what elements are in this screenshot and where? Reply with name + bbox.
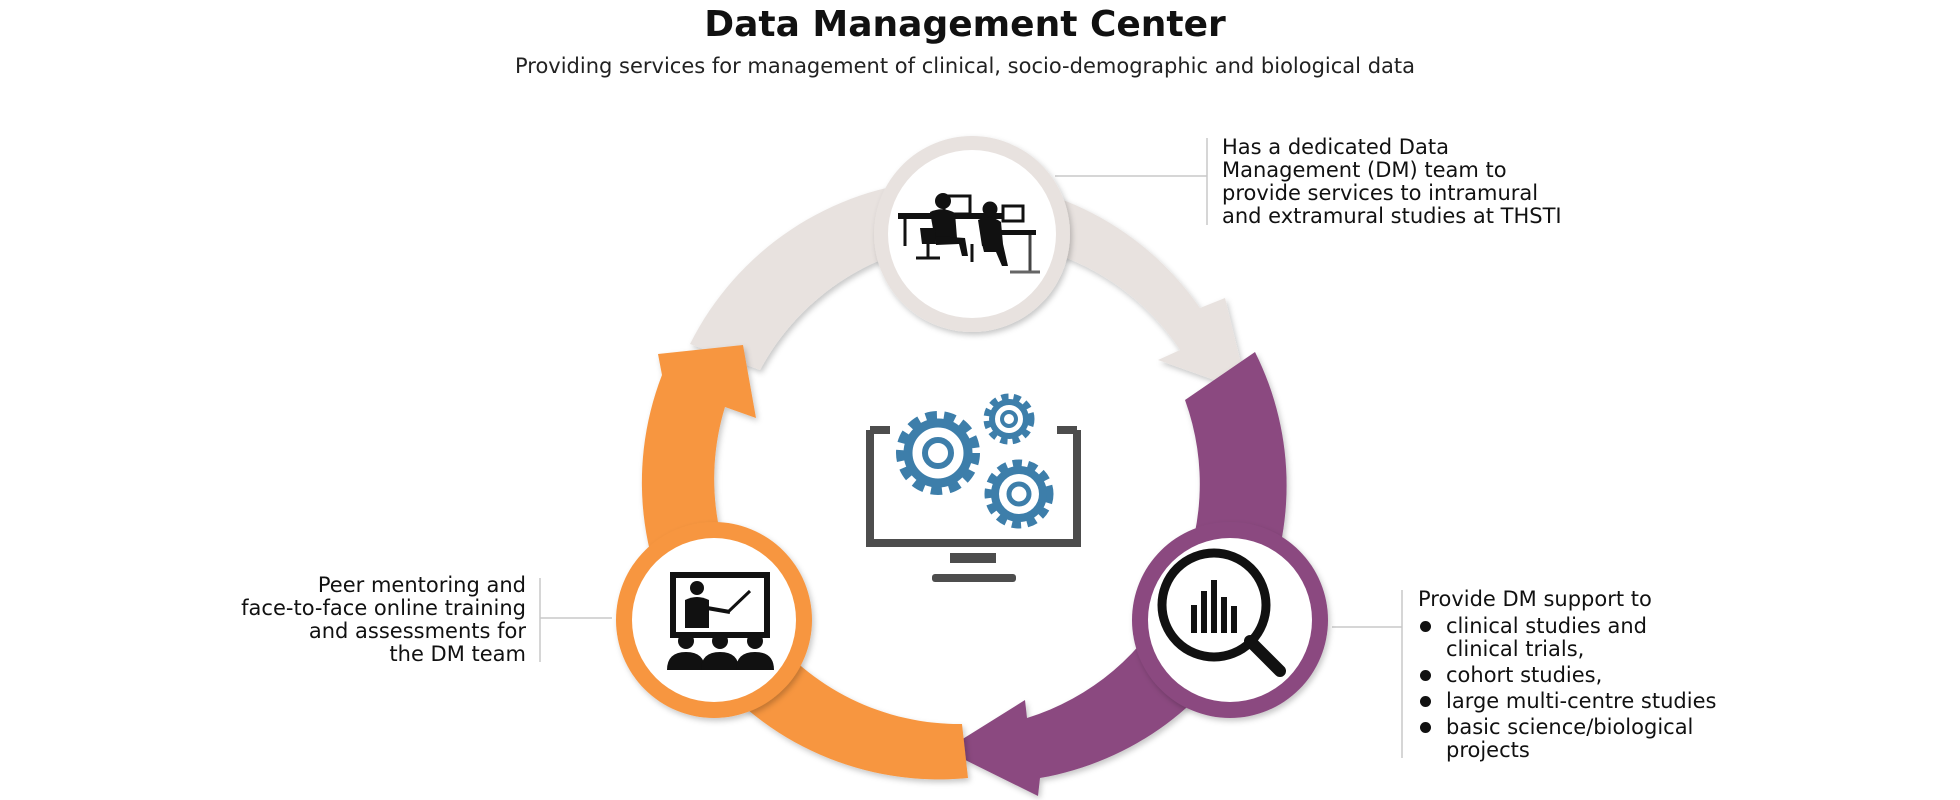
training-line: Peer mentoring and bbox=[317, 573, 526, 597]
monitor-gears-icon bbox=[866, 393, 1081, 582]
page-subtitle: Providing services for management of cli… bbox=[514, 54, 1415, 78]
list-item-line: clinical trials, bbox=[1446, 637, 1585, 661]
bullet-icon bbox=[1420, 722, 1431, 733]
list-item: large multi-centre studies bbox=[1418, 690, 1778, 713]
training-line: and assessments for bbox=[308, 619, 526, 643]
list-item-line: projects bbox=[1446, 738, 1530, 762]
gear-icon-small bbox=[983, 393, 1035, 445]
list-item-line: cohort studies, bbox=[1446, 663, 1603, 687]
node-top bbox=[874, 136, 1070, 332]
team-line: and extramural studies at THSTI bbox=[1222, 204, 1562, 228]
bullet-icon bbox=[1420, 696, 1431, 707]
team-line: Has a dedicated Data bbox=[1222, 135, 1449, 159]
list-item: cohort studies, bbox=[1418, 664, 1778, 687]
bullet-icon bbox=[1420, 670, 1431, 681]
gear-icon-medium bbox=[984, 459, 1054, 529]
team-description: Has a dedicated Data Management (DM) tea… bbox=[1222, 136, 1602, 228]
training-line: face-to-face online training bbox=[241, 596, 526, 620]
training-line: the DM team bbox=[389, 642, 526, 666]
list-item: basic science/biological projects bbox=[1418, 716, 1778, 762]
team-line: Management (DM) team to bbox=[1222, 158, 1507, 182]
support-description: Provide DM support to clinical studies a… bbox=[1418, 588, 1778, 765]
team-at-computers-icon bbox=[898, 193, 1040, 274]
team-line: provide services to intramural bbox=[1222, 181, 1539, 205]
list-item-line: large multi-centre studies bbox=[1446, 689, 1717, 713]
training-description: Peer mentoring and face-to-face online t… bbox=[210, 574, 526, 666]
list-item-line: clinical studies and bbox=[1446, 614, 1647, 638]
arrow-top bbox=[690, 179, 1248, 392]
page-title: Data Management Center bbox=[704, 4, 1226, 45]
presentation-audience-icon bbox=[667, 572, 774, 670]
bullet-icon bbox=[1420, 621, 1431, 632]
gear-icon-large bbox=[896, 411, 980, 495]
list-item-line: basic science/biological bbox=[1446, 715, 1694, 739]
support-list: clinical studies and clinical trials, co… bbox=[1418, 615, 1778, 762]
list-item: clinical studies and clinical trials, bbox=[1418, 615, 1778, 661]
support-heading: Provide DM support to bbox=[1418, 587, 1652, 611]
connector-lines bbox=[539, 138, 1403, 758]
magnifier-chart-icon bbox=[1157, 548, 1286, 677]
